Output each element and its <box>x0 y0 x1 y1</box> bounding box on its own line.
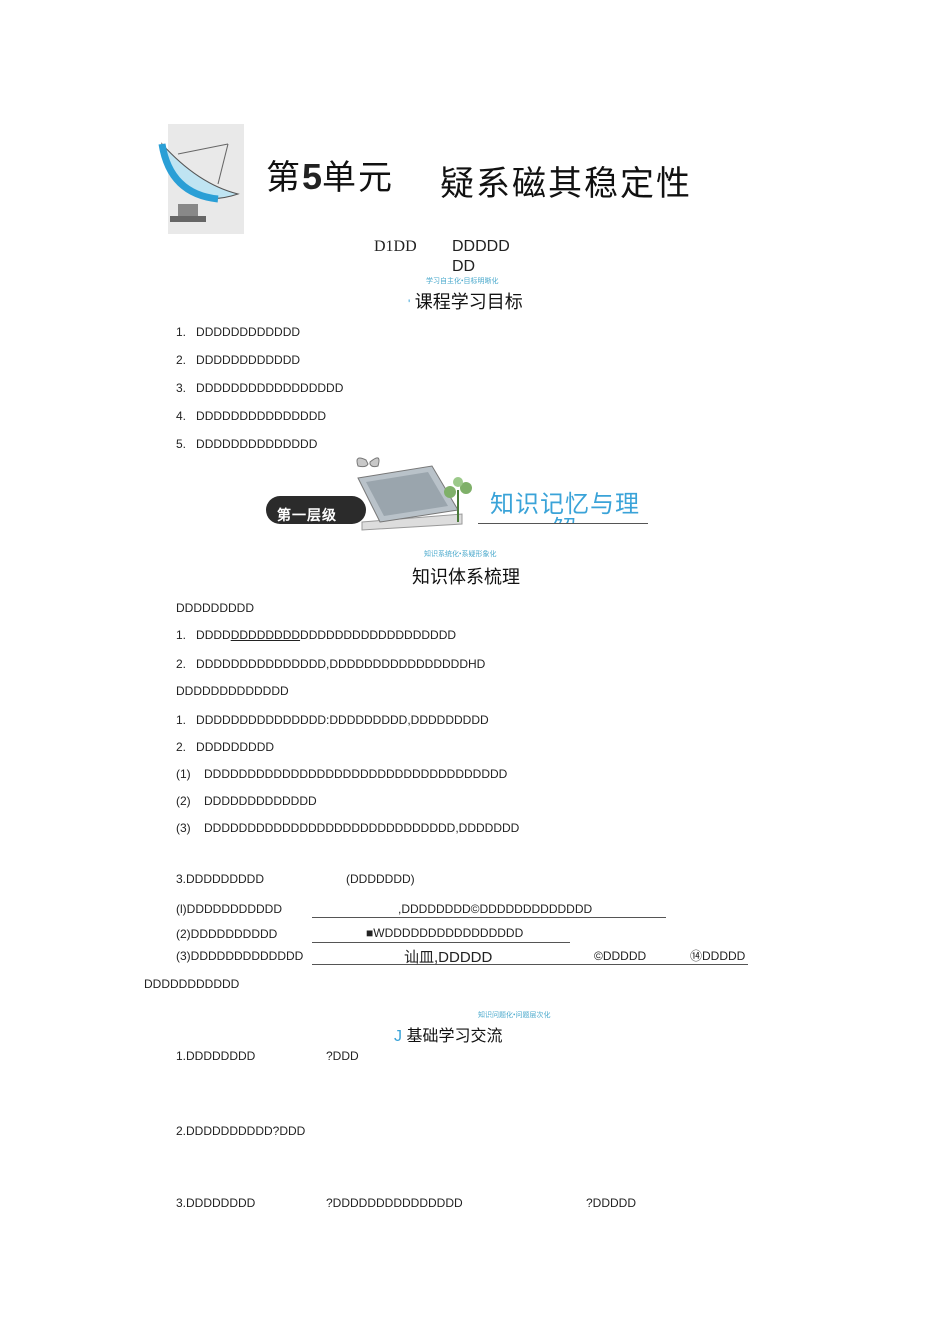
goals-marker: ' <box>408 297 411 311</box>
level-badge-text: 第一层级 <box>277 507 337 523</box>
unit-number: 5 <box>302 156 323 197</box>
list-item: 2. DDDDDDDDD <box>176 740 275 754</box>
fill-row-text: ■WDDDDDDDDDDDDDDDD <box>366 926 524 940</box>
plant-icon <box>444 477 472 522</box>
fill-row-label: (2)DDDDDDDDDD <box>176 927 278 941</box>
goal-item: 3. DDDDDDDDDDDDDDDDD <box>176 381 344 395</box>
fill-row-text: ,DDDDDDDD©DDDDDDDDDDDDD <box>398 902 593 916</box>
unit-title: 疑系磁其稳定性 <box>440 165 692 203</box>
banner-title: 知识记忆与理 <box>490 491 640 518</box>
goals-title: 课程学习目标 <box>414 292 523 312</box>
question-text: ?DDDDD <box>586 1196 637 1210</box>
sub-item: (1) DDDDDDDDDDDDDDDDDDDDDDDDDDDDDDDDDDD <box>176 767 508 781</box>
subtitle-b1: DDDDD <box>452 238 510 255</box>
goal-item: 5. DDDDDDDDDDDDDD <box>176 437 318 451</box>
question-text: ?DDDDDDDDDDDDDDD <box>326 1196 463 1210</box>
knowledge-tagline: 知识系统化•系疑形象化 <box>424 550 497 558</box>
exchange-title: 基础学习交流 <box>406 1028 503 1045</box>
butterfly-icon <box>356 457 380 468</box>
satellite-dish-icon <box>158 124 244 234</box>
fill-row-text: ©DDDDD <box>594 949 647 963</box>
exchange-marker: J <box>394 1028 402 1045</box>
question-text: 2.DDDDDDDDDD?DDD <box>176 1124 306 1138</box>
knowledge-paragraph: DDDDDDDDDDDDD <box>176 684 289 698</box>
question-text: 1.DDDDDDDD <box>176 1049 256 1063</box>
fill-row-label: (l)DDDDDDDDDDD <box>176 902 282 916</box>
fill-blank-line <box>312 942 570 943</box>
section-3-heading: 3.DDDDDDDDD <box>176 872 265 886</box>
goal-item: 4. DDDDDDDDDDDDDDD <box>176 409 327 423</box>
banner-title-cut-wrap: 解 <box>552 512 582 524</box>
exchange-heading: J 基础学习交流 <box>394 1022 502 1046</box>
banner-title-cut: 解 <box>552 512 582 524</box>
question-text: ?DDD <box>326 1049 359 1063</box>
subtitle-b2: DD <box>452 258 476 275</box>
goal-item: 1. DDDDDDDDDDDD <box>176 325 301 339</box>
exchange-tagline: 知识问题化•问题层次化 <box>478 1011 551 1019</box>
section-3-paren: (DDDDDDD) <box>346 872 415 886</box>
knowledge-title: 知识体系梳理 <box>412 567 520 587</box>
fill-row-label: (3)DDDDDDDDDDDDD <box>176 949 304 963</box>
sub-item: (2) DDDDDDDDDDDDD <box>176 794 317 808</box>
unit-heading: 第5单元 <box>266 150 394 199</box>
goals-tagline: 学习自主化•目标明晰化 <box>426 277 499 285</box>
banner-underline <box>478 523 648 524</box>
level-badge-shape <box>266 496 366 524</box>
fill-blank-line <box>312 917 666 918</box>
goal-item: 2. DDDDDDDDDDDD <box>176 353 301 367</box>
fill-row-text: 讪皿,DDDDD <box>404 949 493 966</box>
level-banner-graphic <box>266 457 472 531</box>
list-item: 1. DDDDDDDDDDDDDDD:DDDDDDDDD,DDDDDDDDD <box>176 713 489 727</box>
goals-heading: ' 课程学习目标 <box>408 288 523 314</box>
list-item: 1. DDDDDDDDDDDDDDDDDDDDDDDDDDDDDD <box>176 628 457 642</box>
unit-prefix: 第 <box>266 159 302 197</box>
book-stack-icon <box>357 465 463 531</box>
fill-blank-line <box>312 964 748 965</box>
knowledge-tail: DDDDDDDDDDD <box>144 977 240 991</box>
unit-suffix: 单元 <box>322 159 395 197</box>
fill-row-text: ⑭DDDDD <box>690 949 746 963</box>
knowledge-paragraph: DDDDDDDDD <box>176 601 254 615</box>
question-text: 3.DDDDDDDD <box>176 1196 256 1210</box>
list-item: 2. DDDDDDDDDDDDDDD,DDDDDDDDDDDDDDDDHD <box>176 657 486 671</box>
sub-item: (3) DDDDDDDDDDDDDDDDDDDDDDDDDDDDD,DDDDDD… <box>176 821 520 835</box>
subtitle-a: D1DD <box>374 238 417 255</box>
